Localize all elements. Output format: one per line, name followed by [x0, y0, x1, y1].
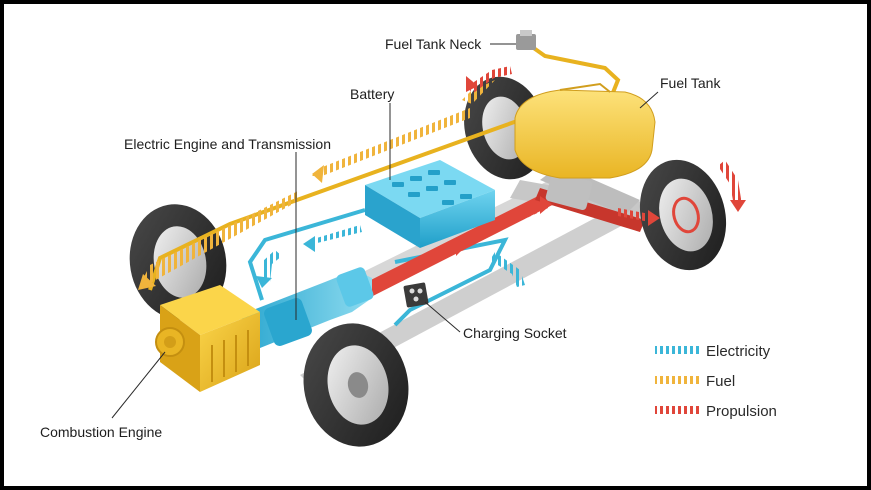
legend-swatch-fuel [655, 376, 701, 384]
label-battery: Battery [350, 86, 394, 102]
label-fuel-tank: Fuel Tank [660, 75, 721, 91]
hybrid-drivetrain-diagram: Fuel Tank Neck Fuel Tank Battery Electri… [40, 30, 777, 447]
battery-pack [365, 160, 495, 248]
fuel-flow-arrows [138, 80, 495, 290]
label-electric-engine: Electric Engine and Transmission [124, 136, 331, 152]
label-charging-socket: Charging Socket [463, 325, 567, 341]
diagram-canvas: Fuel Tank Neck Fuel Tank Battery Electri… [4, 4, 867, 486]
legend-label-electricity: Electricity [706, 343, 771, 360]
leader-combustion-engine [111, 351, 166, 419]
leader-charging-socket [424, 301, 461, 333]
combustion-engine [155, 285, 260, 392]
legend-fuel: Fuel [655, 373, 735, 390]
propulsion-flow-arrows [430, 66, 746, 264]
legend-propulsion: Propulsion [655, 403, 777, 420]
legend-label-fuel: Fuel [706, 373, 735, 390]
label-fuel-tank-neck: Fuel Tank Neck [385, 36, 482, 52]
legend-swatch-propulsion [655, 406, 701, 414]
charging-socket [403, 282, 429, 308]
legend-swatch-electricity [655, 346, 701, 354]
legend-label-propulsion: Propulsion [706, 403, 777, 420]
front-right-wheel [303, 323, 409, 447]
label-combustion-engine: Combustion Engine [40, 424, 162, 440]
legend: Electricity Fuel Propulsion [655, 343, 777, 420]
leader-fuel-tank [639, 91, 659, 109]
fuel-tank-neck [516, 30, 536, 50]
rear-differential [545, 171, 593, 211]
leader-lines [111, 43, 659, 419]
rear-right-wheel [639, 159, 727, 271]
electric-engine-transmission [240, 267, 374, 350]
fuel-tank [514, 82, 656, 179]
electricity-flow-arrows [256, 225, 525, 288]
legend-electricity: Electricity [655, 343, 771, 360]
